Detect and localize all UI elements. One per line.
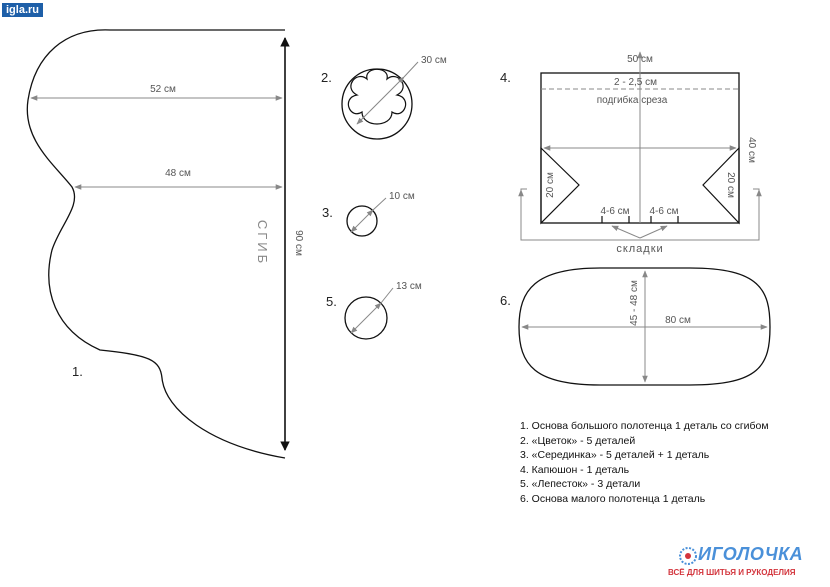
- legend-item: 5. «Лепесток» - 3 детали: [520, 478, 641, 491]
- shape-2-diameter: 30 см: [421, 55, 447, 66]
- shape-4-hood: 50 см 2 - 2,5 см подгибка среза 40 см 20…: [500, 51, 762, 255]
- logo-brand: ИГОЛОЧКА: [698, 544, 804, 564]
- shape-6-small-towel: 80 см 45 - 48 см 6.: [500, 267, 771, 386]
- legend-item: 2. «Цветок» - 5 деталей: [520, 434, 636, 447]
- shape-2-diameter-arrow: [356, 76, 405, 125]
- needle-logo-icon: [679, 547, 697, 565]
- shape-6-width: 45 - 48 см: [629, 280, 640, 326]
- legend: 1. Основа большого полотенца 1 деталь со…: [520, 419, 769, 507]
- shape-4-hem-label: подгибка среза: [597, 94, 668, 106]
- shape-6-number: 6.: [500, 293, 511, 308]
- shape-1-towel-base: 52 см 48 см 90 см СГИБ 1.: [26, 29, 304, 459]
- logo[interactable]: ИГОЛОЧКА ВСЁ ДЛЯ ШИТЬЯ И РУКОДЕЛИЯ: [668, 544, 828, 584]
- shape-1-number: 1.: [72, 364, 83, 379]
- site-badge[interactable]: igla.ru: [2, 3, 44, 17]
- shape-4-triangle-right-label: 20 см: [725, 172, 736, 198]
- shape-4-hem: 2 - 2,5 см: [614, 77, 657, 88]
- shape-4-triangle-right: [702, 146, 740, 225]
- legend-item: 6. Основа малого полотенца 1 деталь: [520, 492, 706, 505]
- shape-2-flower-outline: [347, 68, 407, 125]
- shape-4-triangle-left-label: 20 см: [545, 172, 556, 198]
- legend-item: 3. «Серединка» - 5 деталей + 1 деталь: [520, 449, 710, 462]
- shape-1-width-mid: 48 см: [165, 168, 191, 179]
- shape-5-number: 5.: [326, 294, 337, 309]
- shape-1-height: 90 см: [293, 230, 304, 256]
- shape-3-center: 10 см 3.: [322, 191, 415, 237]
- shape-4-pleats-label: складки: [616, 243, 663, 255]
- logo-tagline: ВСЁ ДЛЯ ШИТЬЯ И РУКОДЕЛИЯ: [668, 568, 796, 577]
- shape-4-bracket: [520, 188, 760, 241]
- shape-3-number: 3.: [322, 205, 333, 220]
- shape-1-fold-label: СГИБ: [255, 220, 270, 266]
- shape-2-flower: 30 см 2.: [321, 55, 447, 140]
- shape-6-outline: [518, 267, 771, 386]
- shape-4-width: 50 см: [627, 54, 653, 65]
- shape-4-pleat-right: 4-6 см: [649, 206, 678, 217]
- shape-2-number: 2.: [321, 70, 332, 85]
- shape-4-triangle-left: [540, 146, 580, 225]
- shape-4-number: 4.: [500, 70, 511, 85]
- legend-item: 1. Основа большого полотенца 1 деталь со…: [520, 420, 769, 432]
- shape-5-petal: 13 см 5.: [326, 281, 422, 340]
- legend-item: 4. Капюшон - 1 деталь: [520, 463, 630, 476]
- shape-4-pleat-left: 4-6 см: [600, 206, 629, 217]
- shape-1-width-top: 52 см: [150, 84, 176, 95]
- shape-6-length: 80 см: [665, 315, 691, 326]
- shape-4-height: 40 см: [746, 137, 757, 163]
- shape-5-diameter: 13 см: [396, 281, 422, 292]
- shape-3-diameter: 10 см: [389, 191, 415, 202]
- shape-1-outline: [26, 29, 286, 459]
